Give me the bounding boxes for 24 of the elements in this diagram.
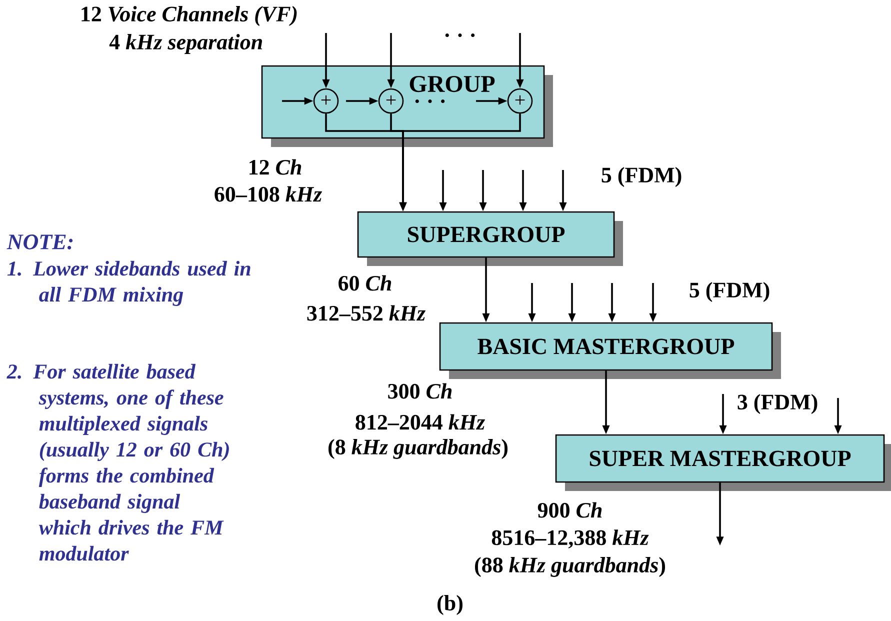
ellipsis: · · · [445,33,475,38]
signal-label: 3 (FDM) [738,394,818,414]
signal-label: (b) [438,595,462,615]
note-text: 2. For satellite based systems, one of these multiplexed signals (usually 12 or 60 Ch) forms the combined baseband signal which drives the FM modulator [6,364,229,561]
signal-label: 12 Ch [250,159,302,175]
signal-label: (88 kHz guardbands) [475,557,665,577]
ellipsis: · · · [415,99,445,104]
signal-label: (8 kHz guardbands) [328,439,508,459]
process-box: BASIC MASTERGROUP [439,322,781,379]
signal-label: 812–2044 kHz [356,414,486,430]
signal-label: 312–552 kHz [307,305,426,321]
signal-label: 5 (FDM) [602,167,682,187]
signal-label: 900 Ch [538,502,602,518]
note-text: 1. Lower sidebands used in all FDM mixing [7,260,250,306]
process-box: SUPER MASTERGROUP [555,434,891,491]
signal-label: 8516–12,388 kHz [492,530,649,548]
signal-label: 60–108 kHz [214,186,322,202]
signal-label: 300 Ch [388,383,452,399]
signal-label: 5 (FDM) [690,282,770,302]
signal-label: 12 Voice Channels (VF) [82,6,297,26]
signal-label: 4 kHz separation [109,34,262,54]
signal-label: 60 Ch [338,275,392,291]
note-heading: NOTE: [6,234,73,250]
process-box: SUPERGROUP [357,211,623,266]
